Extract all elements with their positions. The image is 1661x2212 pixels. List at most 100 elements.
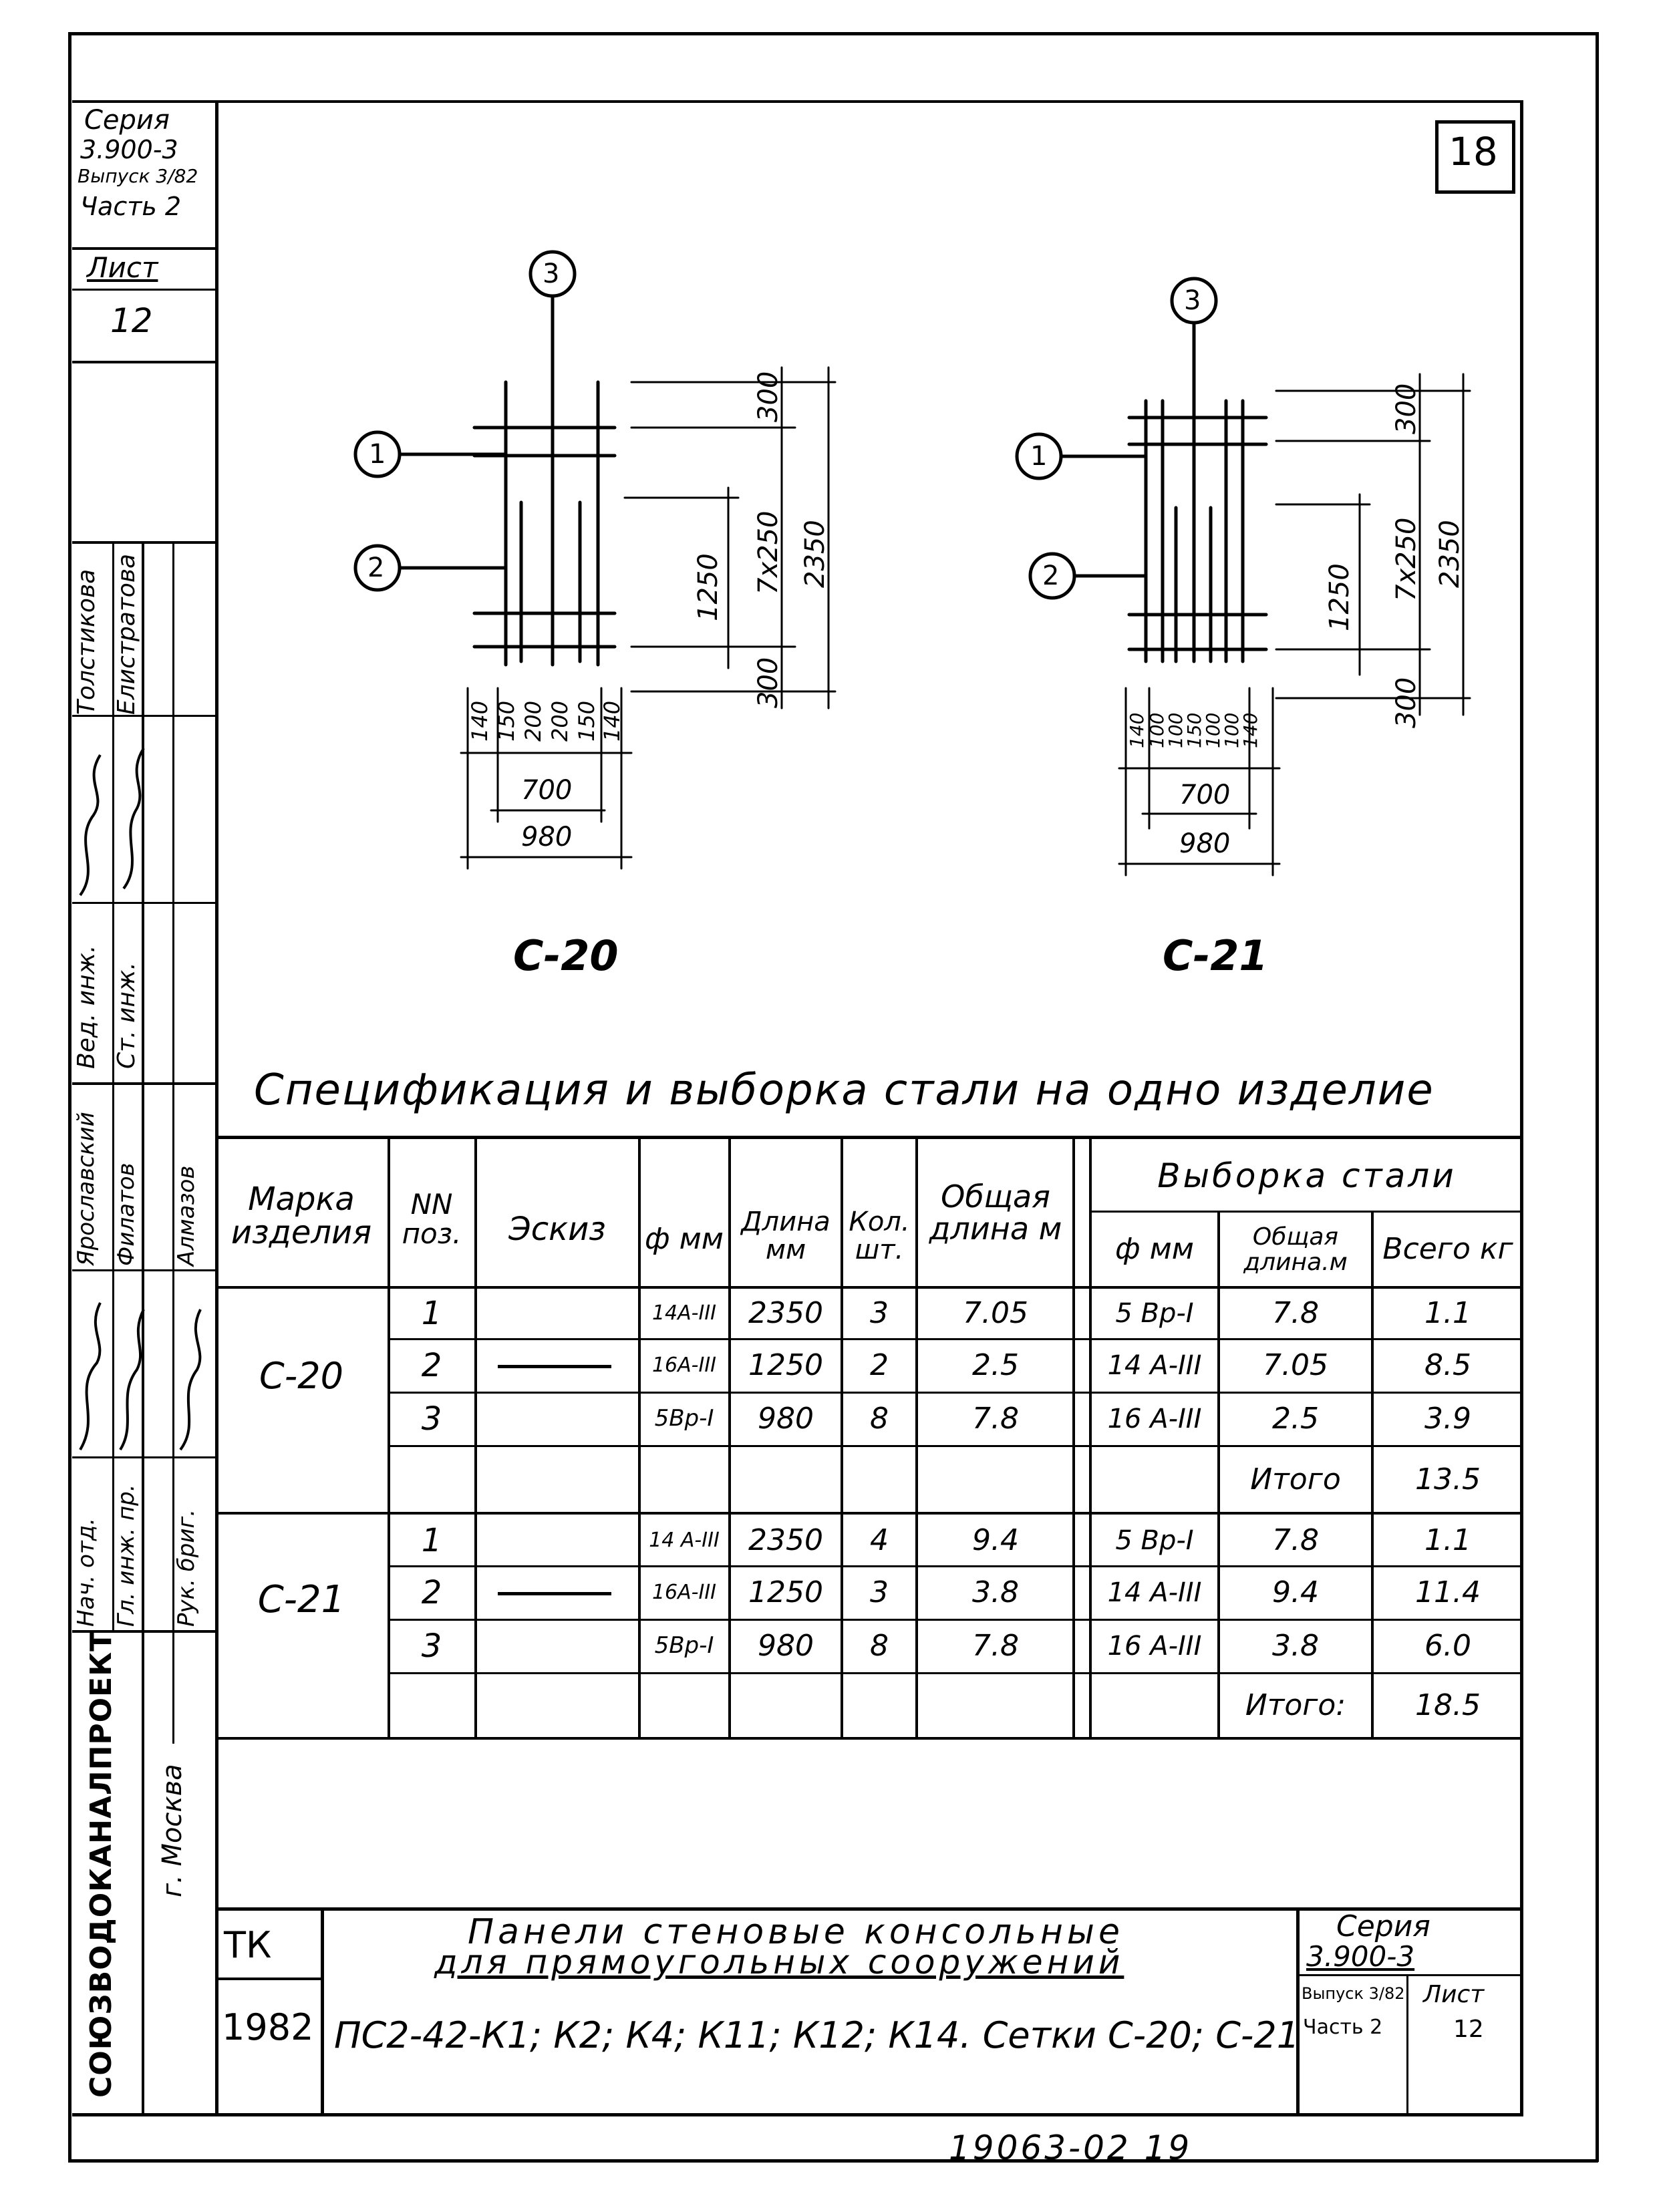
table-cell: 16A-III: [651, 1581, 717, 1605]
dim-300-top: 300: [1391, 383, 1422, 434]
dim-1250: 1250: [693, 553, 724, 621]
dim-b4: 200: [547, 700, 573, 742]
table-cell: 2.5: [972, 1348, 1019, 1382]
table-cell: 3.8: [1272, 1628, 1319, 1663]
table-cell: 11.4: [1415, 1575, 1481, 1609]
col-header-steel-group: Выборка стали: [1157, 1156, 1457, 1195]
table-cell: 5 Bp-I: [1115, 1298, 1194, 1329]
dim-980: 980: [1179, 828, 1231, 859]
table-cell: 7.05: [963, 1295, 1028, 1330]
tb-part: Часть 2: [1303, 2016, 1383, 2039]
table-cell: 1250: [748, 1575, 823, 1609]
dim-b3: 100: [1165, 712, 1187, 748]
table-cell: 6.0: [1424, 1628, 1471, 1663]
stamp-name-upper-1: Толстикова: [73, 569, 100, 715]
table-cell: 1250: [748, 1348, 823, 1382]
dim-b2: 100: [1146, 712, 1168, 748]
table-cell: 3: [421, 1400, 442, 1438]
pos-marker-3: 3: [543, 259, 560, 289]
table-cell: 14 A-III: [649, 1529, 720, 1553]
table-cell: 7.8: [972, 1628, 1019, 1663]
table-cell: 14 A-III: [1107, 1350, 1202, 1381]
table-cell: 14A-III: [651, 1301, 717, 1325]
dim-300-top: 300: [753, 371, 784, 422]
table-cell: 1: [421, 1521, 442, 1559]
sketch-bar: [498, 1365, 611, 1368]
dim-980: 980: [521, 822, 573, 852]
stamp-issue: Выпуск 3/82: [78, 165, 198, 187]
dim-b1: 140: [1126, 712, 1148, 748]
table-cell: 4: [870, 1523, 889, 1557]
col-header-dia: ф мм: [645, 1221, 724, 1256]
dim-1250: 1250: [1324, 563, 1355, 631]
table-cell: 3: [870, 1295, 889, 1330]
sketch-bar: [498, 1592, 611, 1595]
dim-300-bottom: 300: [753, 657, 784, 708]
table-cell: 3.8: [972, 1575, 1019, 1609]
table-cell: 9.4: [972, 1523, 1019, 1557]
col-header-s-dia: ф мм: [1115, 1232, 1194, 1267]
drawing-label: С-21: [1163, 931, 1268, 980]
dim-b3: 200: [520, 700, 546, 742]
table-cell: 16 A-III: [1107, 1631, 1202, 1662]
dim-7x250: 7x250: [1391, 517, 1422, 601]
dim-7x250: 7x250: [753, 510, 784, 595]
stamp-list-label: Лист: [87, 251, 158, 284]
pos-marker-2: 2: [1042, 561, 1060, 591]
tb-list-no: 12: [1453, 2016, 1484, 2043]
year: 1982: [222, 2006, 314, 2048]
table-cell: 16 A-III: [1107, 1404, 1202, 1434]
doc-title-line2: для прямоугольных сооружений: [434, 1943, 1124, 1982]
dim-b2: 150: [494, 700, 519, 742]
tb-list-label: Лист: [1423, 1981, 1485, 2008]
table-cell: 2350: [748, 1295, 823, 1330]
table-cell: 2: [421, 1573, 442, 1611]
stamp-role-upper-1: Вед. инж.: [73, 945, 100, 1069]
table-cell: 5 Bp-I: [1115, 1525, 1194, 1556]
pos-marker-2: 2: [367, 552, 385, 583]
stamp-series: Серия: [84, 105, 170, 136]
col-header-sketch: Эскиз: [508, 1210, 606, 1248]
table-cell: 3: [421, 1627, 442, 1665]
row-mark: С-21: [257, 1577, 345, 1621]
table-cell: 1.1: [1424, 1523, 1471, 1557]
stamp-city: г. Москва: [157, 1764, 188, 1897]
table-cell: 3: [870, 1575, 889, 1609]
stamp-role-upper-2: Ст. инж.: [113, 962, 140, 1069]
stamp-role-lower-2: Гл. инж. пр.: [113, 1484, 140, 1627]
total-value: 18.5: [1415, 1688, 1481, 1722]
tk-label: ТК: [224, 1924, 272, 1966]
table-cell: 7.8: [1272, 1523, 1319, 1557]
tb-issue: Выпуск 3/82: [1302, 1984, 1405, 2003]
total-label: Итого: [1250, 1462, 1341, 1496]
dim-700: 700: [521, 775, 573, 806]
dim-2350: 2350: [1434, 520, 1465, 588]
stamp-series-no: 3.900-3: [80, 135, 178, 164]
table-cell: 2.5: [1272, 1401, 1319, 1436]
table-cell: 2350: [748, 1523, 823, 1557]
sheet-number-box: [1435, 120, 1515, 194]
table-cell: 3.9: [1424, 1401, 1471, 1436]
table-cell: 2: [421, 1346, 442, 1384]
table-cell: 980: [758, 1628, 814, 1663]
table-cell: 14 A-III: [1107, 1577, 1202, 1608]
table-cell: 7.8: [1272, 1295, 1319, 1330]
stamp-list-no: 12: [110, 301, 153, 340]
dim-b5: 150: [574, 700, 599, 742]
drawing-label: С-20: [513, 931, 619, 980]
dim-300-bottom: 300: [1391, 677, 1422, 728]
pos-marker-3: 3: [1184, 285, 1201, 316]
col-header-mark: Марка изделия: [231, 1180, 372, 1251]
table-cell: 1: [421, 1294, 442, 1332]
table-cell: 1.1: [1424, 1295, 1471, 1330]
total-label: Итого:: [1245, 1688, 1346, 1722]
table-cell: 2: [870, 1348, 889, 1382]
sheet-number: 18: [1449, 129, 1498, 174]
doc-title-line1: Панели стеновые консольные: [468, 1912, 1124, 1952]
stamp-role-lower-3: Рук. бриг.: [173, 1509, 200, 1627]
col-header-total-len: Общая длина м: [929, 1178, 1062, 1247]
dim-2350: 2350: [800, 520, 830, 588]
table-cell: 16A-III: [651, 1354, 717, 1378]
table-cell: 8.5: [1424, 1348, 1471, 1382]
stamp-name-lower-3: Алмазов: [173, 1165, 200, 1266]
